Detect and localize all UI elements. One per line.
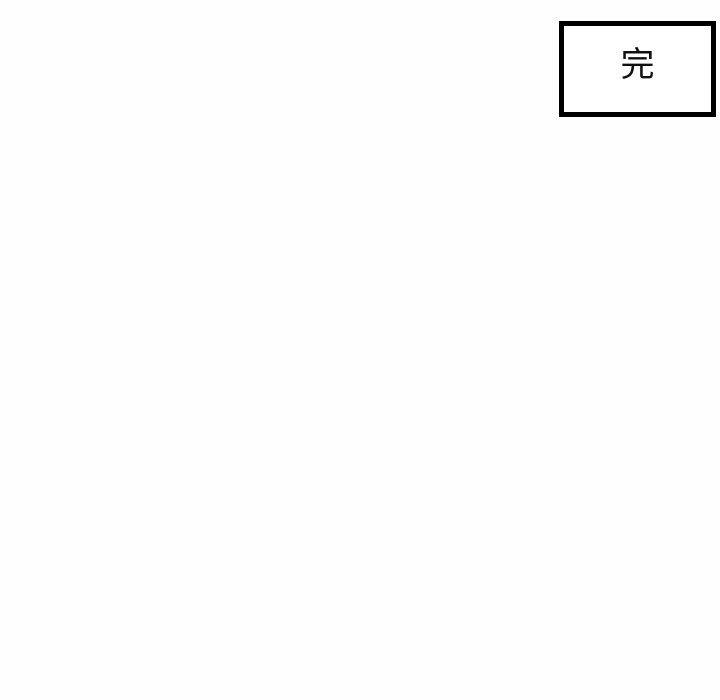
end-marker-text: 完 [620,45,655,85]
end-marker-box: 完 [559,21,716,117]
